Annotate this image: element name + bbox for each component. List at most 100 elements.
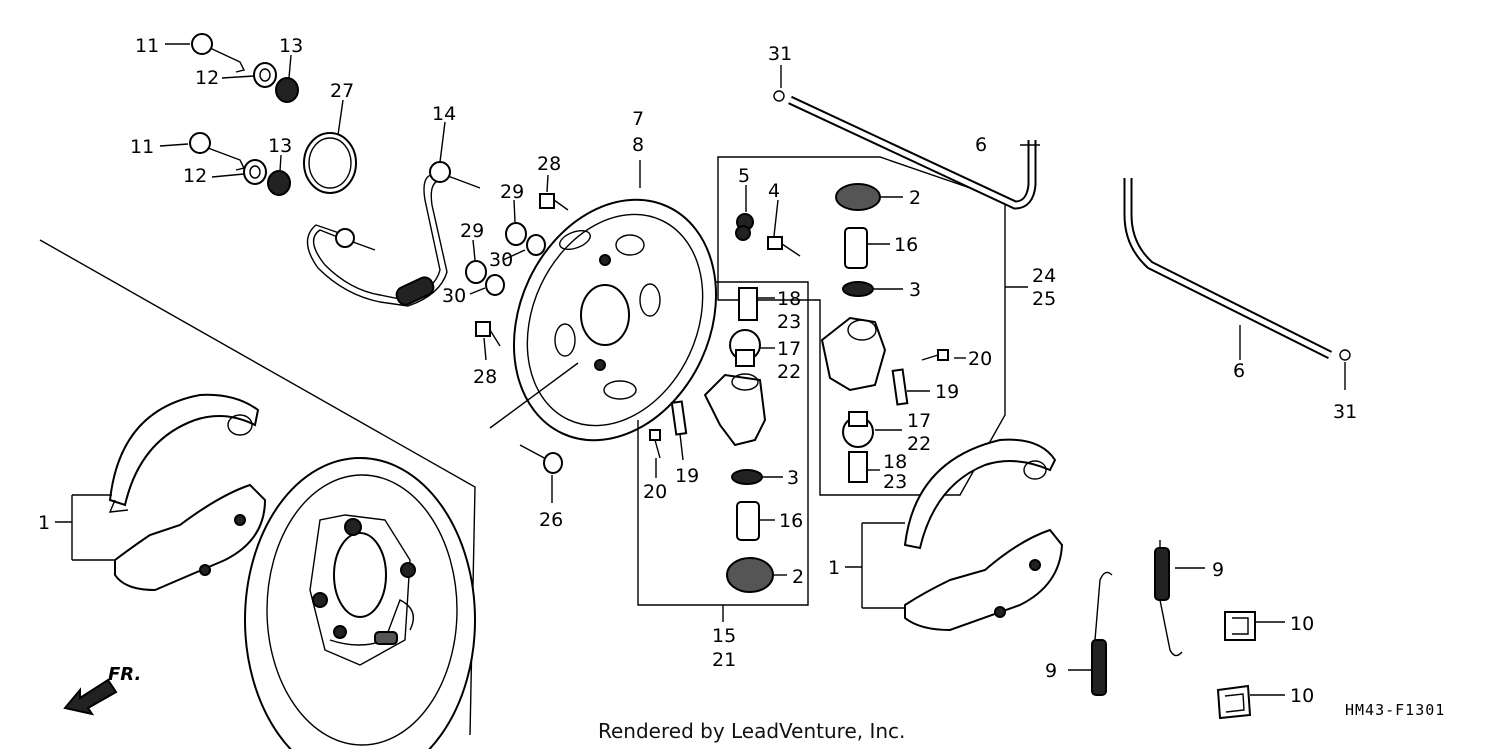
front-direction-arrow: FR. <box>63 664 141 716</box>
callout-28-upper: 28 <box>537 153 561 175</box>
washer-12-lower <box>243 159 267 185</box>
washer-30-upper <box>526 234 546 256</box>
callout-1-left: 1 <box>38 512 50 534</box>
boot-2-upper <box>835 183 881 211</box>
callout-29-upper: 29 <box>500 181 524 203</box>
callout-1-right: 1 <box>828 557 840 579</box>
nut-29-upper <box>505 222 527 246</box>
callout-14: 14 <box>432 103 456 125</box>
callout-5: 5 <box>738 165 750 187</box>
drawing-code: HM43-F1301 <box>1345 701 1445 719</box>
callout-6-upper: 6 <box>975 134 987 156</box>
brake-shoe-right-pair <box>903 438 1064 632</box>
spring-9-lower <box>1091 571 1113 696</box>
boot-2-lower <box>726 557 774 593</box>
leader-lines <box>55 43 1346 696</box>
callout-28-lower: 28 <box>473 366 497 388</box>
callout-31-lower: 31 <box>1333 401 1357 423</box>
callout-25: 25 <box>1032 288 1056 310</box>
callout-31-upper: 31 <box>768 43 792 65</box>
callout-22-right: 22 <box>907 433 931 455</box>
callout-3-lower: 3 <box>787 467 799 489</box>
plate-19-right <box>891 368 909 406</box>
bolt-20-right <box>921 349 949 361</box>
callout-10-upper: 10 <box>1290 613 1314 635</box>
nut-13-upper <box>275 77 299 103</box>
callout-23-right: 23 <box>883 471 907 493</box>
screw-18-right <box>848 451 868 483</box>
brake-shoe-left-pair <box>108 393 267 592</box>
washer-30-lower <box>485 274 505 296</box>
footer-credit: Rendered by LeadVenture, Inc. <box>598 719 905 743</box>
callout-11-upper: 11 <box>135 35 159 57</box>
adjuster-17-right <box>842 411 874 448</box>
callout-labels: 11 13 12 27 14 11 13 12 28 29 29 30 30 2… <box>38 35 1357 707</box>
bolt-28-lower <box>475 321 501 347</box>
callout-12-upper: 12 <box>195 67 219 89</box>
callout-4: 4 <box>768 180 780 202</box>
front-direction-label: FR. <box>108 664 141 685</box>
callout-17-right: 17 <box>907 410 931 432</box>
callout-3-upper: 3 <box>909 279 921 301</box>
callout-15: 15 <box>712 625 736 647</box>
callout-19-right: 19 <box>935 381 959 403</box>
callout-29-lower: 29 <box>460 220 484 242</box>
callout-20-right: 20 <box>968 348 992 370</box>
clip-10-upper <box>1224 611 1256 641</box>
washer-12-upper <box>253 62 277 88</box>
bolt-26 <box>489 362 579 474</box>
clamp-31-lower <box>1339 349 1351 361</box>
callout-30-lower: 30 <box>442 285 466 307</box>
bolt-11-upper <box>191 33 246 73</box>
nut-13-lower <box>267 170 291 196</box>
callout-13-upper: 13 <box>279 35 303 57</box>
callout-27: 27 <box>330 80 354 102</box>
brake-panel-7-8 <box>512 198 718 442</box>
brake-pipe-14 <box>306 161 481 307</box>
screw-4 <box>767 236 801 257</box>
callout-7: 7 <box>632 108 644 130</box>
breather-hose-6-upper <box>788 95 1037 210</box>
callout-8: 8 <box>632 134 644 156</box>
callout-2-upper: 2 <box>909 187 921 209</box>
callout-16-upper: 16 <box>894 234 918 256</box>
screw-18-left <box>738 287 758 321</box>
callout-11-lower: 11 <box>130 136 154 158</box>
drum-housing <box>39 239 476 749</box>
callout-30-upper: 30 <box>489 249 513 271</box>
callout-22-left: 22 <box>777 361 801 383</box>
callout-9-upper: 9 <box>1212 559 1224 581</box>
callout-23-left: 23 <box>777 311 801 333</box>
piston-16-upper <box>844 227 868 269</box>
cup-3-lower <box>731 469 763 485</box>
breather-hose-6-lower <box>1123 178 1333 360</box>
callout-20-left: 20 <box>643 481 667 503</box>
clamp-31-upper <box>773 90 785 102</box>
bleeder-5 <box>735 213 754 241</box>
callout-19-left: 19 <box>675 465 699 487</box>
bolt-20-left <box>649 429 661 459</box>
cylinder-body-lower <box>703 373 767 447</box>
callout-18-right: 18 <box>883 451 907 473</box>
spring-9-upper <box>1154 540 1183 657</box>
cylinder-body-upper <box>820 316 887 392</box>
cup-3-upper <box>842 281 874 297</box>
bolt-28-upper <box>539 193 569 211</box>
adjuster-17-left <box>729 329 761 367</box>
callout-13-lower: 13 <box>268 135 292 157</box>
clip-10-lower <box>1216 684 1252 720</box>
callout-6-lower: 6 <box>1233 360 1245 382</box>
callout-17-left: 17 <box>777 338 801 360</box>
plate-19-left <box>670 400 688 436</box>
callout-10-lower: 10 <box>1290 685 1314 707</box>
piston-16-lower <box>736 501 760 541</box>
o-ring-27 <box>303 132 357 194</box>
callout-16-lower: 16 <box>779 510 803 532</box>
callout-12-lower: 12 <box>183 165 207 187</box>
callout-26: 26 <box>539 509 563 531</box>
callout-18-left: 18 <box>777 288 801 310</box>
callout-24: 24 <box>1032 265 1056 287</box>
callout-21: 21 <box>712 649 736 671</box>
callout-2-lower: 2 <box>792 566 804 588</box>
